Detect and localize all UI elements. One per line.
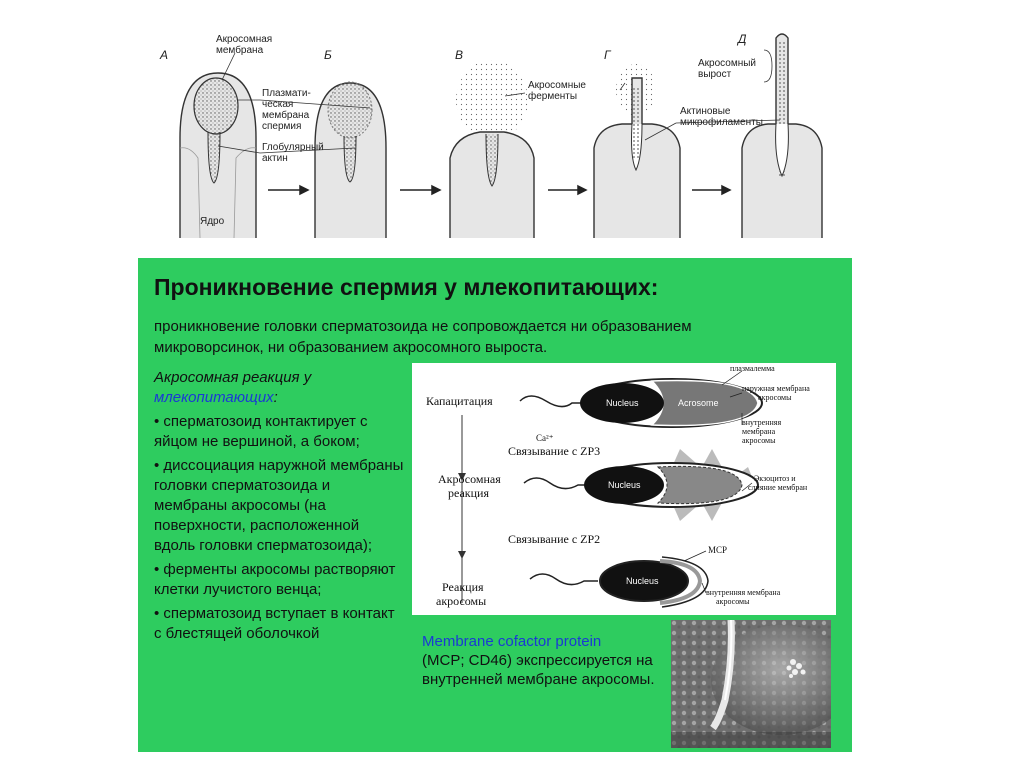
stage-label-c: В: [455, 48, 463, 62]
nucleus-label-1: Nucleus: [606, 398, 639, 408]
label-nucleus: Ядро: [200, 216, 224, 227]
step-reaction-1: Реакция: [442, 580, 484, 594]
list-item: • сперматозоид контактирует с яйцом не в…: [154, 412, 404, 452]
calcium-label: Ca²⁺: [536, 433, 554, 443]
mcp-label: MCP: [708, 545, 727, 555]
inner-membrane-label-4: внутренняя мембрана: [706, 588, 781, 597]
stage-label-d: Г: [604, 48, 611, 62]
sperm-diagram-drawing: Капацитация Акросомная реакция Реакция а…: [412, 363, 836, 615]
list-item: • диссоциация наружной мембраны головки …: [154, 456, 404, 556]
inner-membrane-label-2: мембрана: [742, 427, 776, 436]
slide-title: Проникновение спермия у млекопитающих:: [154, 272, 674, 302]
micrograph-drawing: [671, 620, 831, 748]
step-capacitation: Капацитация: [426, 394, 493, 408]
stage-label-e: Д: [738, 32, 746, 46]
exocytosis-label-1: Экзоцитоз и: [754, 474, 796, 483]
acrosome-label: Acrosome: [678, 398, 719, 408]
slide-panel: Проникновение спермия у млекопитающих: п…: [138, 258, 852, 752]
outer-membrane-label-1: наружная мембрана: [742, 384, 810, 393]
binding-zp2: Связывание с ZP2: [508, 532, 600, 546]
list-item: • сперматозоид вступает в контакт с блес…: [154, 604, 404, 644]
stage-label-a: А: [160, 48, 168, 62]
exocytosis-label-2: слияние мембран: [748, 483, 808, 492]
slide-intro: проникновение головки сперматозоида не с…: [154, 316, 794, 358]
stage-label-b: Б: [324, 48, 332, 62]
step-reaction-2: акросомы: [436, 594, 486, 608]
nucleus-label-3: Nucleus: [626, 576, 659, 586]
step-acrosome-reaction-2: реакция: [448, 486, 489, 500]
inner-membrane-label-1: внутренняя: [742, 418, 781, 427]
plasmalemma-label: плазмалемма: [730, 364, 775, 373]
nucleus-label-2: Nucleus: [608, 480, 641, 490]
acrosome-reaction-list: Акросомная реакция у млекопитающих: • сп…: [154, 368, 404, 644]
list-item: • ферменты акросомы растворяют клетки лу…: [154, 560, 404, 600]
mcp-description: Membrane cofactor protein (MCP; CD46) эк…: [422, 632, 662, 689]
subheading: Акросомная реакция у млекопитающих:: [154, 368, 404, 408]
inner-membrane-label-3: акросомы: [742, 436, 776, 445]
step-acrosome-reaction-1: Акросомная: [438, 472, 501, 486]
outer-membrane-label-2: акросомы: [758, 393, 792, 402]
sperm-diagram: Капацитация Акросомная реакция Реакция а…: [412, 363, 836, 615]
inner-membrane-label-5: акросомы: [716, 597, 750, 606]
binding-zp3: Связывание с ZP3: [508, 444, 600, 458]
micrograph-image: [671, 620, 831, 748]
